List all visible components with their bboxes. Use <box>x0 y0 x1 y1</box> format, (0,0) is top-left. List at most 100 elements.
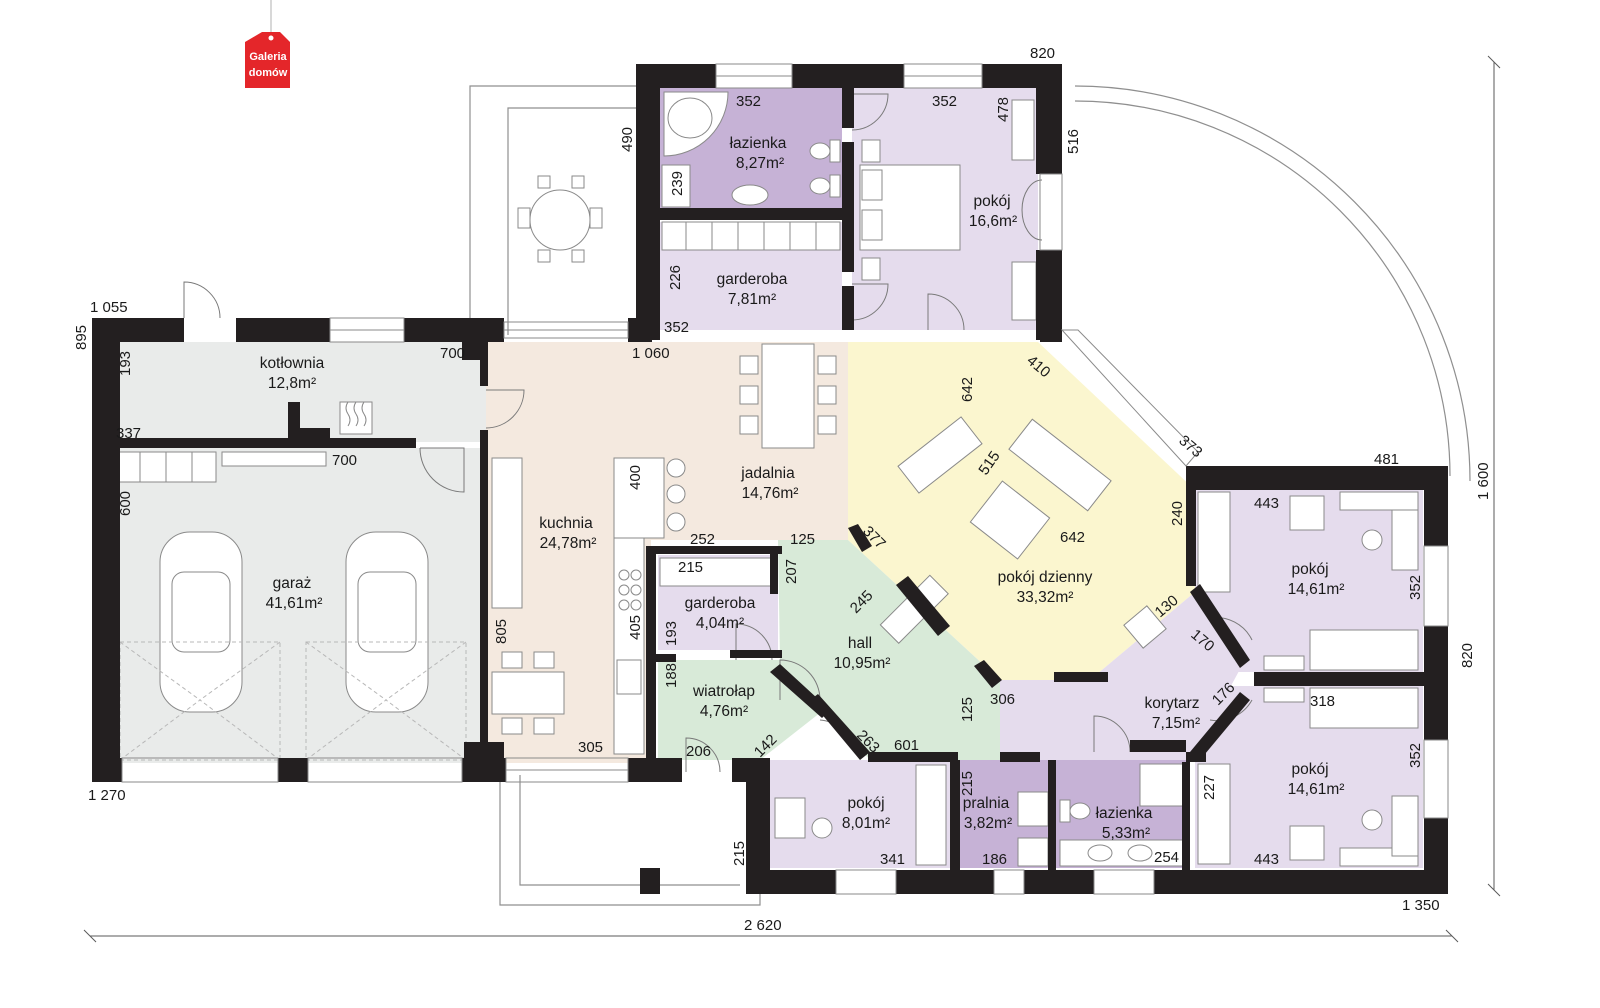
desk-icon <box>774 797 806 839</box>
lazienka1-area: 8,27m² <box>736 155 784 172</box>
pokoj4-name: pokój <box>1291 761 1328 778</box>
dim-label: 2 620 <box>744 917 782 934</box>
wardrobe-shelves-icon <box>659 557 773 587</box>
kuchnia-area: 24,78m² <box>540 535 597 552</box>
dim-label: 1 600 <box>1475 462 1492 500</box>
pralnia-name: pralnia <box>963 795 1010 812</box>
dim-label: 240 <box>1169 501 1186 526</box>
desk-icon <box>1011 261 1037 321</box>
dim-label: 227 <box>1201 775 1218 800</box>
korytarz-name: korytarz <box>1144 695 1199 712</box>
sofa-icon <box>1008 418 1112 512</box>
hall-fill <box>778 540 1000 760</box>
walls <box>92 64 1448 894</box>
kotlownia-area: 12,8m² <box>268 375 316 392</box>
dim-label: 820 <box>1030 45 1055 62</box>
garage-shelves-icon <box>115 451 327 483</box>
dim-label: 820 <box>1459 643 1476 668</box>
wardrobe-icon <box>915 764 947 866</box>
chair-icon <box>1361 529 1383 551</box>
car-icon <box>159 531 243 713</box>
dim-label: 600 <box>117 491 134 516</box>
pokoj2-fill <box>770 760 950 868</box>
pokoj2-name: pokój <box>847 795 884 812</box>
boiler-icon <box>339 401 373 435</box>
armchair-icon <box>1289 495 1325 531</box>
korytarz-fill <box>1000 592 1245 760</box>
dim-label: 341 <box>880 851 905 868</box>
dim-label: 405 <box>627 615 644 640</box>
dim-label: 478 <box>995 97 1012 122</box>
kitchen-counter-icon <box>491 457 523 609</box>
toilet-icon <box>1059 799 1091 823</box>
desk-icon <box>1391 509 1419 571</box>
wardrobe-icon <box>1197 763 1231 865</box>
sofa-icon <box>897 416 983 494</box>
dim-label: 642 <box>959 377 976 402</box>
dim-label: 215 <box>959 771 976 796</box>
lazienka2-area: 5,33m² <box>1102 825 1150 842</box>
dim-label: 318 <box>1310 693 1335 710</box>
desk-icon <box>1391 795 1419 857</box>
windows <box>121 63 1449 895</box>
bidet-icon <box>809 174 841 198</box>
chair-icon <box>1361 809 1383 831</box>
shelf-icon <box>1263 655 1305 671</box>
armchair-icon <box>1289 825 1325 861</box>
dim-label: 1 055 <box>90 299 128 316</box>
hall-name: hall <box>848 635 872 652</box>
dim-label: 895 <box>73 325 90 350</box>
bed-icon <box>1309 629 1419 671</box>
bar-stool-icon <box>666 458 686 532</box>
dim-label: 352 <box>736 93 761 110</box>
dim-label: 1 060 <box>632 345 670 362</box>
dim-label: 1 350 <box>1402 897 1440 914</box>
dim-label: 215 <box>678 559 703 576</box>
dim-label: 352 <box>1407 743 1424 768</box>
logo-line2: domów <box>249 67 288 79</box>
pokoj-dzienny-name: pokój dzienny <box>998 569 1093 586</box>
galeria-domow-logo: Galeria domów <box>245 0 290 88</box>
dining-table-icon <box>491 651 565 735</box>
dim-label: 490 <box>619 127 636 152</box>
garderoba1-area: 7,81m² <box>728 291 776 308</box>
bathtub-icon <box>663 91 729 157</box>
pokoj4-area: 14,61m² <box>1288 781 1345 798</box>
pokoj1-name: pokój <box>973 193 1010 210</box>
dim-label: 642 <box>1060 529 1085 546</box>
dim-label: 700 <box>440 345 465 362</box>
sink-icon <box>1087 844 1113 862</box>
bed-icon <box>859 139 961 281</box>
kotlownia-fill <box>120 342 486 442</box>
dim-label: 352 <box>932 93 957 110</box>
lazienka1-name: łazienka <box>730 135 787 152</box>
pokoj-dzienny-area: 33,32m² <box>1017 589 1074 606</box>
dim-label: 700 <box>332 452 357 469</box>
cooktop-icon <box>618 569 642 611</box>
dim-label: 352 <box>1407 575 1424 600</box>
kotlownia-name: kotłownia <box>260 355 325 372</box>
dim-label: 400 <box>627 465 644 490</box>
dim-label: 1 270 <box>88 787 126 804</box>
garderoba2-name: garderoba <box>685 595 756 612</box>
room-labels: kotłownia 12,8m² garaż 41,61m² kuchnia 2… <box>260 135 1345 842</box>
logo-line1: Galeria <box>249 51 287 63</box>
terrace-table-icon <box>517 175 603 263</box>
dim-label: 226 <box>667 265 684 290</box>
dim-label: 207 <box>783 559 800 584</box>
sink-icon <box>731 184 769 206</box>
dim-label: 373 <box>1175 432 1205 461</box>
shower-icon <box>1139 763 1185 807</box>
jadalnia-area: 14,76m² <box>742 485 799 502</box>
wardrobe-icon <box>1011 99 1035 161</box>
dim-label: 805 <box>493 619 510 644</box>
dim-label: 443 <box>1254 495 1279 512</box>
car-icon <box>345 531 429 713</box>
tv-unit-icon <box>879 574 949 644</box>
dim-label: 193 <box>663 621 680 646</box>
dim-label: 481 <box>1374 451 1399 468</box>
pokoj1-area: 16,6m² <box>969 213 1017 230</box>
dim-label: 125 <box>959 697 976 722</box>
chair-icon <box>811 817 833 839</box>
